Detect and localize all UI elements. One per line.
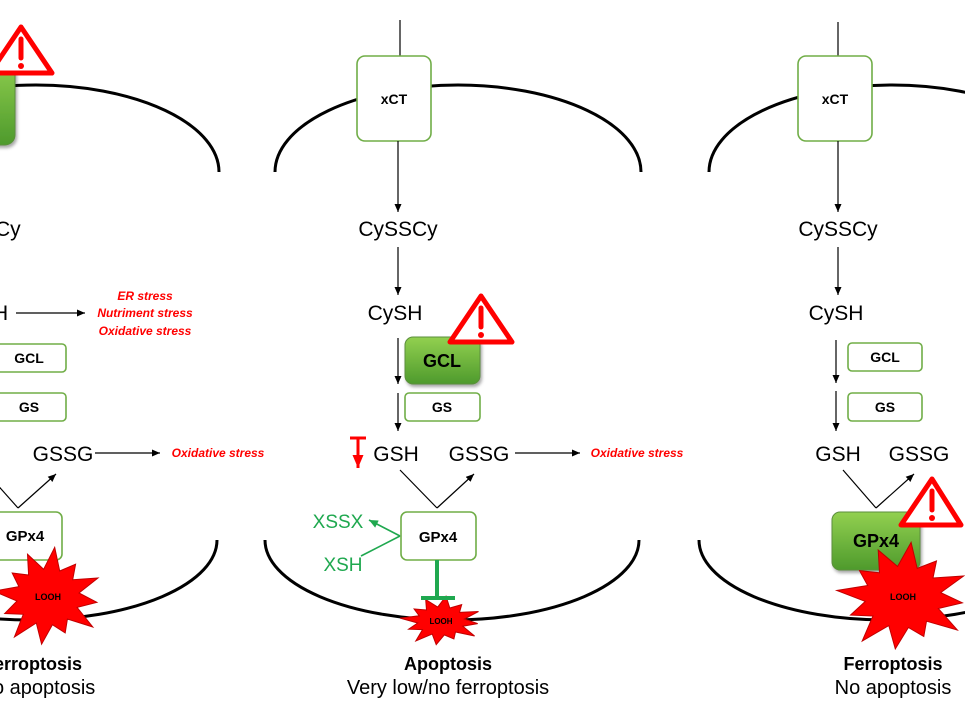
- middle-gssg-oxidative-stress: Oxidative stress: [591, 446, 684, 460]
- middle-gs-box: [404, 392, 481, 422]
- left-gpx4-box: [0, 511, 63, 561]
- middle-looh-starburst-icon: [399, 595, 479, 646]
- middle-warning-dot: [478, 332, 484, 338]
- right-looh-label: LOOH: [890, 592, 916, 602]
- middle-xssx-label: XSSX: [313, 512, 364, 533]
- middle-xct-box: [356, 55, 432, 142]
- right-xct-label: xCT: [822, 91, 849, 107]
- panel-middle: xCT CySSCy CySH GCL GS GSH GSSG Oxidativ…: [263, 20, 684, 699]
- left-stress-oxidative: Oxidative stress: [99, 324, 192, 338]
- right-gsh-label: GSH: [815, 443, 861, 466]
- middle-warning-icon: [447, 293, 515, 345]
- right-line-gsh-to-gpx4: [842, 469, 877, 509]
- left-membrane-top: [0, 83, 221, 173]
- right-arrow-gpx4-to-gssg: [875, 473, 915, 509]
- left-warning-dot: [18, 63, 24, 69]
- left-gs-label: GS: [19, 399, 39, 415]
- left-stress-er: ER stress: [117, 289, 173, 303]
- middle-inhibition-bar-icon: [421, 560, 455, 600]
- left-gpx4-label: GPx4: [6, 528, 45, 545]
- middle-arrow-gpx4-to-gssg: [436, 473, 475, 509]
- right-warning-icon: [898, 476, 964, 528]
- right-gcl-label: GCL: [870, 349, 900, 365]
- middle-outcome-title: Apoptosis: [404, 654, 492, 674]
- left-cysh-label: H: [0, 302, 8, 325]
- middle-looh-label: LOOH: [429, 617, 452, 626]
- left-gssg-oxidative-stress: Oxidative stress: [172, 446, 265, 460]
- left-looh-label: LOOH: [35, 592, 61, 602]
- left-arrow-gpx4-to-gssg: [17, 473, 57, 509]
- right-cysh-label: CySH: [809, 302, 864, 325]
- left-gcl-box: [0, 343, 67, 373]
- right-gpx4-highlighted-box: [831, 511, 921, 571]
- right-outcome-title: Ferroptosis: [843, 654, 942, 674]
- right-membrane-top: [707, 83, 965, 173]
- right-gpx4-label: GPx4: [853, 531, 899, 551]
- left-outcome-subtitle: o apoptosis: [0, 677, 95, 699]
- left-cyssc-label: Cy: [0, 218, 21, 241]
- right-xct-box: [797, 55, 873, 142]
- left-outcome-title: erroptosis: [0, 654, 82, 674]
- middle-arrow-gpx4-to-xssx: [368, 519, 401, 537]
- middle-gpx4-label: GPx4: [419, 529, 458, 546]
- right-outcome-subtitle: No apoptosis: [835, 677, 952, 699]
- left-gssg-label: GSSG: [33, 443, 94, 466]
- right-gs-label: GS: [875, 399, 895, 415]
- left-gs-box: [0, 392, 67, 422]
- middle-line-xsh-to-gpx4: [360, 535, 401, 557]
- right-gs-box: [847, 392, 923, 422]
- middle-membrane-top: [273, 83, 643, 173]
- panel-left: Cy H ER stress Nutriment stress Oxidativ…: [0, 24, 265, 699]
- panel-right: xCT CySSCy CySH GCL GS GSH GSSG GPx4 LOO…: [697, 22, 965, 699]
- middle-cysh-label: CySH: [368, 302, 423, 325]
- middle-cyssc-label: CySSCy: [358, 218, 438, 241]
- left-looh-starburst-icon: [0, 545, 100, 646]
- middle-outcome-subtitle: Very low/no ferroptosis: [347, 677, 549, 699]
- left-line-gsh-to-gpx4: [0, 486, 19, 509]
- right-gcl-box: [847, 342, 923, 372]
- right-gssg-label: GSSG: [889, 443, 950, 466]
- right-looh-starburst-icon: [834, 541, 965, 651]
- middle-decrease-arrow-icon: [350, 436, 366, 468]
- middle-gcl-label: GCL: [423, 351, 461, 371]
- middle-gssg-label: GSSG: [449, 443, 510, 466]
- right-cyssc-label: CySSCy: [798, 218, 878, 241]
- middle-gs-label: GS: [432, 399, 452, 415]
- right-warning-dot: [929, 515, 935, 521]
- middle-xct-label: xCT: [381, 91, 408, 107]
- left-warning-icon: [0, 24, 55, 76]
- left-stress-nutriment: Nutriment stress: [97, 306, 193, 320]
- middle-xsh-label: XSH: [323, 555, 362, 576]
- left-transporter-highlighted-box: [0, 54, 16, 146]
- middle-gsh-label: GSH: [373, 443, 419, 466]
- left-warning-triangle: [0, 24, 55, 76]
- middle-gcl-highlighted-box: [404, 336, 481, 385]
- middle-line-gsh-to-gpx4: [399, 469, 438, 509]
- left-gcl-label: GCL: [14, 350, 44, 366]
